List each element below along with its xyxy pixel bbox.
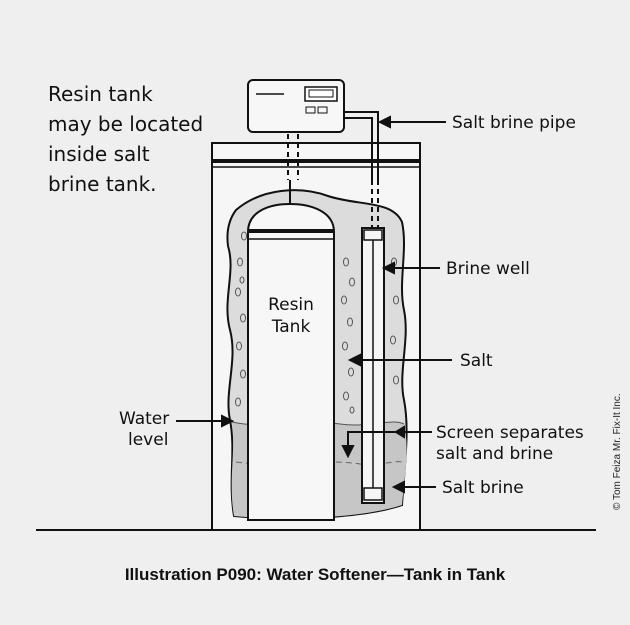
- label-water-level-line-2: level: [128, 430, 168, 450]
- label-salt-brine-pipe: Salt brine pipe: [452, 113, 576, 133]
- label-screen-line-2: salt and brine: [436, 444, 553, 464]
- control-valve-screen-inner: [308, 89, 334, 98]
- note-line-2: may be located: [48, 112, 203, 136]
- control-valve-button-1: [305, 106, 316, 114]
- label-brine-well: Brine well: [446, 259, 530, 279]
- note-line-4: brine tank.: [48, 172, 157, 196]
- label-resin-tank-line-1: Resin: [268, 295, 314, 315]
- salt-brine-pipe: [344, 111, 379, 180]
- salt-pellets: [235, 231, 399, 414]
- figure-caption: Illustration P090: Water Softener—Tank i…: [125, 565, 506, 584]
- note-line-3: inside salt: [48, 142, 150, 166]
- label-resin-tank-line-2: Tank: [271, 317, 311, 337]
- control-valve-button-2: [317, 106, 328, 114]
- label-salt-brine: Salt brine: [442, 478, 524, 498]
- resin-tank: [247, 202, 335, 521]
- control-valve-display: [304, 86, 338, 102]
- leader-arrows: [176, 115, 452, 494]
- separator-screen: [347, 431, 396, 450]
- note-line-1: Resin tank: [48, 82, 153, 106]
- label-salt: Salt: [460, 351, 493, 371]
- label-water-level-line-1: Water: [119, 409, 169, 429]
- label-screen-line-1: Screen separates: [436, 423, 584, 443]
- copyright-credit: © Tom Feiza Mr. Fix-It Inc.: [612, 393, 623, 510]
